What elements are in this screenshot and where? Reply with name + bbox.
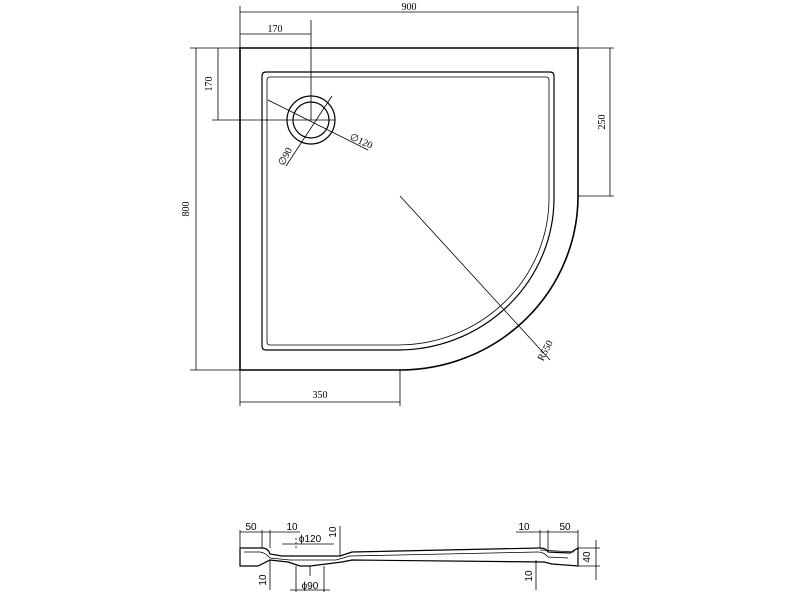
dim-drain-y-label: 170 <box>204 77 215 92</box>
drain-inner-leader <box>285 95 333 167</box>
sec-dim-rim-left-label: 50 <box>245 522 257 533</box>
dim-width-label: 900 <box>402 2 417 13</box>
sec-dim-gap-right-label: 10 <box>518 522 530 533</box>
section-rim-right-detail <box>539 549 575 553</box>
dim-straight-bottom-label: 350 <box>313 390 328 401</box>
sec-dim-drain-outer-label: ϕ120 <box>299 534 322 545</box>
sec-dim-rim-right-label: 50 <box>559 522 571 533</box>
basin-outline-inner <box>266 76 550 346</box>
sec-dim-height-label: 40 <box>582 551 593 563</box>
sec-dim-drain-inner-label: ϕ90 <box>302 581 319 592</box>
dim-drain-x-label: 170 <box>268 24 283 35</box>
section-profile-outer <box>239 546 579 567</box>
section-view: 50 10 ϕ120 10 10 ϕ90 10 50 40 10 <box>239 522 600 592</box>
sec-dim-gap-left-label: 10 <box>286 522 298 533</box>
section-profile-inner <box>244 551 569 561</box>
plan-view: 900 170 800 170 250 350 R550 ∅120 ∅90 <box>181 2 614 406</box>
dim-radius-label: R550 <box>536 339 556 363</box>
dim-height-label: 800 <box>181 202 192 217</box>
sec-dim-depth-left-label: 10 <box>258 574 269 586</box>
sec-dim-depth-right-label: 10 <box>524 570 535 582</box>
dim-straight-side-label: 250 <box>597 115 608 130</box>
drain-outer-leader <box>267 99 369 151</box>
dim-drain-outer-label: ∅120 <box>348 132 374 152</box>
tray-outer-outline <box>239 47 579 371</box>
sec-dim-drop-left-label: 10 <box>328 526 339 538</box>
basin-outline-outer <box>261 71 555 351</box>
radius-leader <box>399 195 551 361</box>
